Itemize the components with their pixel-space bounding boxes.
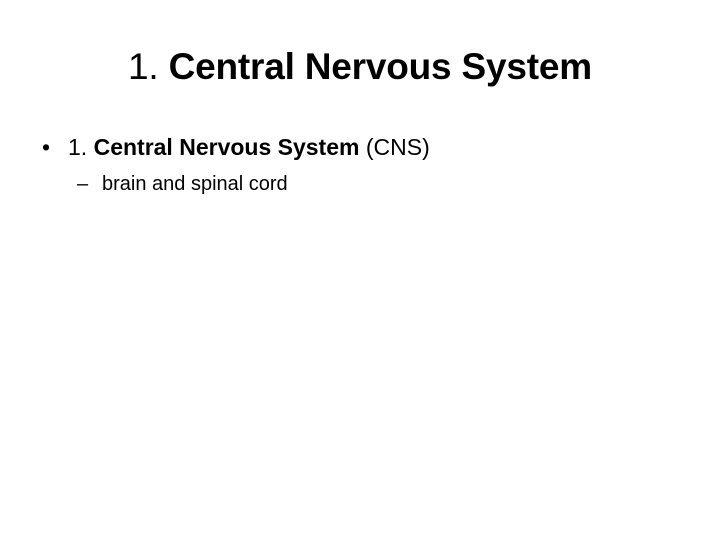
list-item: –brain and spinal cord — [0, 171, 720, 198]
list-item-number: 1. — [68, 134, 88, 160]
list-item-emphasis: Central Nervous System — [93, 134, 360, 160]
list-item-label: brain and spinal cord — [102, 173, 288, 195]
dash-marker-icon: – — [77, 173, 89, 195]
slide-title: 1. Central Nervous System — [0, 44, 720, 90]
slide-body: • 1. Central Nervous System (CNS) –brain … — [0, 132, 720, 198]
list-item-abbreviation: (CNS) — [365, 134, 430, 160]
slide-title-text: Central Nervous System — [168, 46, 593, 87]
bullet-marker-icon: • — [42, 134, 51, 160]
list-item: • 1. Central Nervous System (CNS) — [0, 132, 720, 162]
slide-title-number: 1. — [128, 46, 159, 87]
